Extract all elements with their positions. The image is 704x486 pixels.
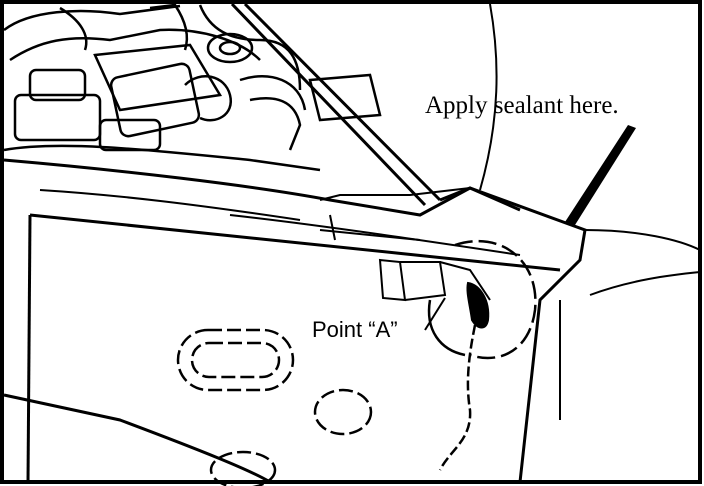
point-a-leader — [424, 297, 446, 331]
sealant-bead — [438, 281, 490, 471]
body-panel — [3, 158, 587, 484]
callout-sealant: Apply sealant here. — [425, 92, 619, 119]
bracket — [319, 187, 491, 302]
seal-area-circle — [454, 239, 537, 360]
engine-compartment — [3, 3, 382, 172]
seal-area-circle-inner — [427, 299, 466, 357]
fender — [479, 3, 701, 420]
callout-point-a: Point “A” — [312, 317, 398, 342]
sealant-pointer — [565, 125, 636, 225]
panel-holes — [176, 328, 373, 486]
